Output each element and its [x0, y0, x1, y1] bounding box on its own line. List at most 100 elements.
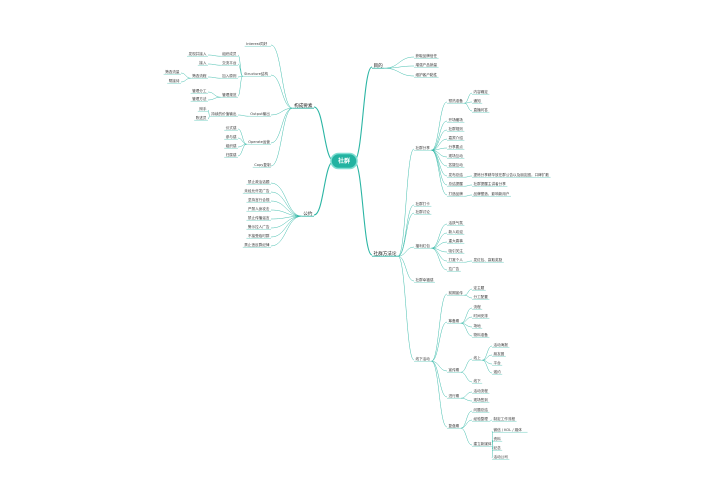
topic-node[interactable]: 活跃气氛 [449, 220, 464, 225]
topic-node[interactable]: 物料准备 [474, 332, 489, 337]
topic-node[interactable]: 通知 [474, 98, 482, 103]
topic-node[interactable]: 开场暖场 [449, 117, 464, 122]
topic-node[interactable]: 管理分工 [192, 88, 207, 93]
topic-node[interactable]: 严禁人身攻击 [248, 206, 270, 211]
topic-node[interactable]: 警示拉人广告 [248, 224, 270, 229]
topic-node[interactable]: 预热准备 [449, 98, 464, 103]
root-label: 社群 [337, 157, 350, 165]
topic-node[interactable]: 坚持言行合规 [248, 197, 270, 202]
connector-line [207, 63, 221, 66]
topic-node[interactable]: 管理规范 [222, 92, 237, 97]
topic-node[interactable]: 社群规则 [449, 126, 464, 131]
topic-node[interactable]: 朋友圈 [494, 351, 505, 356]
topic-node[interactable]: 禁止政治话题 [248, 179, 270, 184]
topic-node[interactable]: 未经允许发广告 [244, 188, 270, 193]
connector-line [431, 223, 448, 249]
topic-node[interactable]: 持续的价值输出 [211, 111, 237, 116]
topic-node[interactable]: 时间安排 [474, 313, 489, 318]
topic-node[interactable]: 邀约 [494, 369, 502, 374]
topic-node[interactable]: 提炼分享精华放在群公告以及朋友圈，口碑扩散 [474, 172, 550, 177]
topic-node[interactable]: 交流平台 [222, 60, 237, 65]
branch-elements[interactable]: 构成要素 [294, 102, 313, 109]
connector-line [464, 288, 473, 296]
topic-node[interactable]: 组织成员 [222, 51, 237, 56]
topic-node[interactable]: 活动海报 [494, 342, 509, 347]
topic-node[interactable]: 进行期 [449, 393, 460, 398]
topic-node[interactable]: Interest同好 [246, 41, 267, 46]
topic-node[interactable]: 线下 [474, 378, 482, 383]
topic-node[interactable]: 加入原则 [222, 73, 237, 78]
connector-line [237, 114, 249, 117]
branch-cycle[interactable]: 社群方法论 [374, 250, 397, 257]
topic-node[interactable]: 资料 [494, 436, 502, 441]
topic-node[interactable]: 复盘期 [449, 423, 460, 428]
topic-node[interactable]: 新人欢迎 [449, 229, 464, 234]
topic-node[interactable]: 不接受临时群 [248, 233, 270, 238]
topic-node[interactable]: Operate运营 [248, 139, 270, 144]
topic-node[interactable]: 问题总结 [474, 407, 489, 412]
topic-node[interactable]: 答疑互动 [449, 162, 464, 167]
topic-node[interactable]: 打造品牌 [449, 191, 464, 196]
topic-node[interactable]: 分工配置 [474, 294, 489, 299]
topic-node[interactable]: 建立新媒体 [474, 441, 492, 446]
topic-node[interactable]: 社群打卡 [416, 201, 431, 206]
topic-node[interactable]: 社群分享 [416, 145, 431, 150]
topic-node[interactable]: 流程 [474, 304, 482, 309]
topic-node[interactable]: 宣传期 [449, 367, 460, 372]
topic-node[interactable]: 嘉宾介绍 [449, 135, 464, 140]
topic-node[interactable]: 帮接待 [169, 78, 180, 83]
topic-node[interactable]: 活动公司 [494, 454, 509, 459]
topic-node[interactable]: 获取品牌信任 [416, 53, 438, 58]
topic-node[interactable]: 辩手 [199, 106, 207, 111]
topic-node[interactable]: 定主题 [474, 285, 485, 290]
topic-node[interactable]: 归属感 [226, 152, 237, 157]
topic-node[interactable]: 纪念 [494, 445, 502, 450]
topic-node[interactable]: 场地 [474, 323, 482, 328]
topic-node[interactable]: 维护客户黏性 [416, 72, 438, 77]
topic-node[interactable]: 制定工作流程 [494, 416, 516, 421]
topic-node[interactable]: 陈述员 [196, 115, 207, 120]
topic-node[interactable]: 线下活动 [416, 356, 431, 361]
topic-node[interactable]: 增强产品销量 [416, 62, 438, 67]
topic-node[interactable]: 现场签到 [474, 397, 489, 402]
topic-node[interactable]: 微信 / KOL / 媒体 [494, 427, 523, 432]
topic-node[interactable]: 内容确定 [474, 89, 489, 94]
topic-node[interactable]: 参与感 [226, 134, 237, 139]
topic-node[interactable]: Copy复制 [254, 162, 271, 167]
topic-node[interactable]: 发布总结 [449, 172, 464, 177]
topic-node[interactable]: 发现并接入 [189, 51, 207, 56]
topic-node[interactable]: 社群幸福感 [416, 277, 434, 282]
topic-node[interactable]: 直播问答 [474, 107, 489, 112]
topic-node[interactable]: 活动流程 [474, 388, 489, 393]
topic-node[interactable]: 社群提醒主讲者分享 [474, 181, 507, 186]
topic-node[interactable]: 管理方法 [192, 96, 207, 101]
branch-goal[interactable]: 目的 [374, 62, 384, 69]
root-node[interactable]: 社群 [330, 152, 358, 170]
topic-node[interactable]: 吸引关注 [449, 248, 464, 253]
topic-node[interactable]: 品牌塑造、影响新用户 [474, 191, 510, 196]
topic-node[interactable]: 发红包、赢取奖励 [474, 257, 503, 262]
topic-node[interactable]: 福利红包 [416, 243, 431, 248]
topic-node[interactable]: 经验整理 [474, 416, 489, 421]
topic-node[interactable]: 筹备期 [449, 318, 460, 323]
topic-node[interactable]: 分享要点 [449, 144, 464, 149]
topic-node[interactable]: 组织感 [226, 143, 237, 148]
topic-node[interactable]: 禁止传播谣言 [248, 215, 270, 220]
topic-node[interactable]: 筛选流量 [165, 69, 180, 74]
topic-node[interactable]: 仪式感 [226, 125, 237, 130]
topic-node[interactable]: 前期宣传 [449, 290, 464, 295]
branch-rules[interactable]: 公约 [303, 210, 313, 217]
topic-node[interactable]: Output输出 [250, 111, 270, 116]
topic-node[interactable]: 总结提醒 [449, 181, 464, 186]
topic-node[interactable]: 现场互动 [449, 153, 464, 158]
topic-node[interactable]: 线上 [474, 355, 482, 360]
topic-node[interactable]: 筛选流程 [192, 73, 207, 78]
topic-node[interactable]: 接入 [199, 60, 207, 65]
topic-node[interactable]: 平台 [494, 360, 502, 365]
topic-node[interactable]: 禁止违反群纪律 [244, 242, 270, 247]
topic-node[interactable]: 打赏个人 [449, 257, 464, 262]
topic-node[interactable]: 重大喜事 [449, 238, 464, 243]
topic-node[interactable]: 拉广告 [449, 266, 460, 271]
topic-node[interactable]: 社群讨论 [416, 209, 431, 214]
topic-node[interactable]: Structure结构 [244, 71, 268, 76]
